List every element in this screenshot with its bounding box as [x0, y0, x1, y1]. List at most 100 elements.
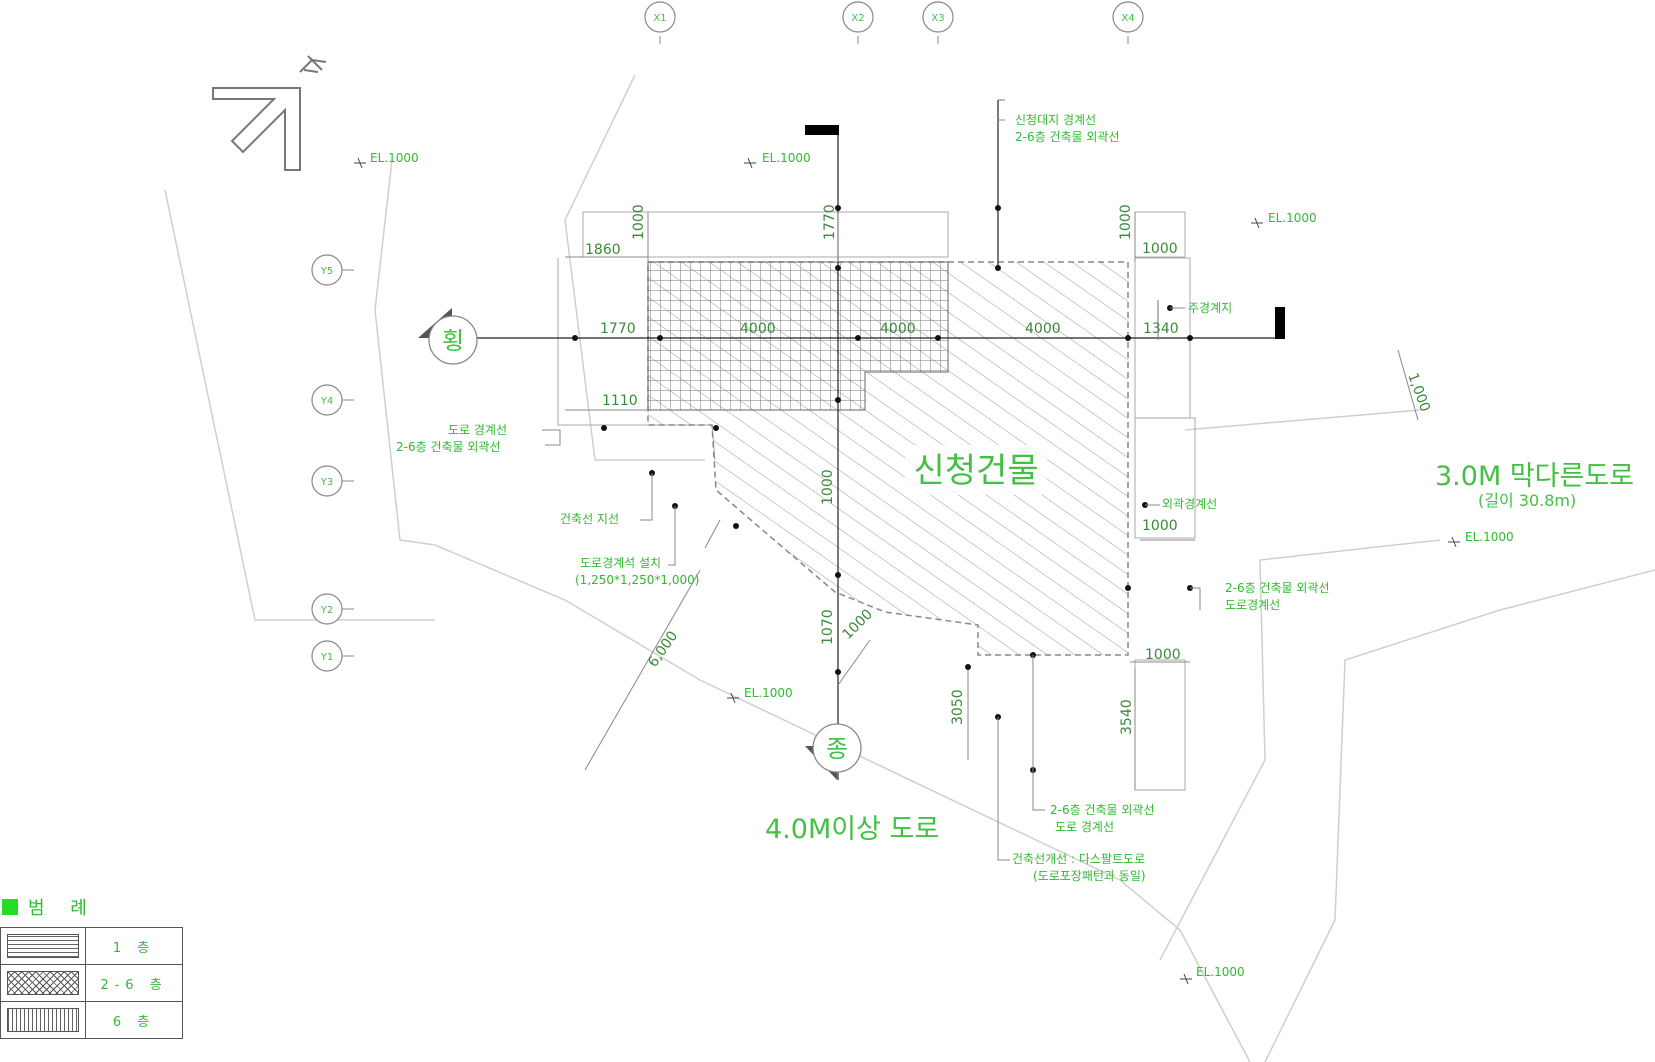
legend-row: 6 층	[0, 1001, 183, 1039]
grid-label-x2: X2	[851, 13, 864, 24]
dim-1000b: 1000	[1118, 204, 1134, 240]
elevation-markers	[354, 157, 1460, 985]
dim-1000d: 1000	[820, 469, 836, 505]
note-building-outline-bottom: 2-6층 건축물 외곽선	[1050, 803, 1155, 817]
elevation-4: EL.1000	[1465, 530, 1514, 544]
building-label-bg	[905, 445, 1047, 495]
legend: 범 례 1 층 2-6 층 6 층	[0, 895, 190, 1039]
grid-label-x4: X4	[1121, 13, 1134, 24]
site-boundary-lines	[164, 74, 1655, 1062]
dim-1340: 1340	[1143, 321, 1179, 337]
annotation-texts: 신청대지 경계선 2-6층 건축물 외곽선 주경계지 도로 경계선 2-6층 건…	[396, 113, 1330, 883]
grid-bubble-y4	[311, 384, 343, 416]
elevation-6: EL.1000	[1196, 965, 1245, 979]
legend-pattern-cell	[0, 1001, 86, 1039]
dim-1110: 1110	[602, 393, 638, 409]
dim-1770: 1770	[822, 204, 838, 240]
note-site-boundary: 신청대지 경계선	[1015, 113, 1096, 127]
dim-1000-diag: 1,000	[1404, 371, 1433, 414]
elevation-2: EL.1000	[762, 151, 811, 165]
grid-label-y2: Y2	[320, 605, 333, 616]
section-mark-horizontal-label: 횡	[442, 327, 464, 355]
dim-1770b: 1770	[600, 321, 636, 337]
dim-3050: 3050	[950, 689, 966, 725]
note-outer-boundary: 외곽경계선	[1162, 497, 1217, 511]
grid-bubble-y3	[311, 465, 343, 497]
note-curb-size: (1,250*1,250*1,000)	[575, 573, 699, 587]
legend-label: 1 층	[85, 927, 183, 965]
dim-1860: 1860	[585, 242, 621, 258]
dead-end-road-label: 3.0M 막다른도로	[1435, 461, 1634, 492]
elevation-5: EL.1000	[744, 686, 793, 700]
grid-bubble-y5	[311, 254, 343, 286]
dim-4000a: 4000	[740, 321, 776, 337]
grid-bubble-x2	[842, 1, 874, 33]
cross-hatch-pattern-icon	[7, 971, 79, 995]
note-road-boundary-left: 도로 경계선	[448, 423, 507, 437]
dimension-dots	[572, 205, 1193, 773]
section-mark-vertical-label: 종	[826, 735, 848, 763]
vertical-lines-pattern-icon	[7, 1008, 79, 1032]
dim-4000b: 4000	[880, 321, 916, 337]
section-marker-horizontal: 횡	[418, 308, 478, 365]
legend-pattern-cell	[0, 964, 86, 1002]
legend-pattern-cell	[0, 927, 86, 965]
legend-title-row: 범 례	[0, 895, 190, 919]
legend-table: 1 층 2-6 층 6 층	[0, 927, 183, 1039]
legend-label: 6 층	[85, 1001, 183, 1039]
dimension-lines	[565, 212, 1419, 790]
dim-1000g: 1000	[1142, 518, 1178, 534]
legend-title: 범 례	[28, 898, 97, 919]
grid-label-x3: X3	[931, 13, 944, 24]
dim-1000a: 1000	[631, 204, 647, 240]
annotation-leaders	[542, 119, 1201, 861]
building-label: 신청건물	[913, 451, 1038, 491]
dim-1000e: 1000	[840, 606, 877, 643]
grid-bubble-x3	[922, 1, 954, 33]
north-arrow-icon	[212, 55, 327, 171]
dim-6000: 6,000	[645, 628, 681, 670]
grid-label-y1: Y1	[320, 652, 333, 663]
grid-bubble-y1	[311, 640, 343, 672]
grid-bubble-x1	[644, 1, 676, 33]
grid-bubble-y2	[311, 593, 343, 625]
grid-axes	[342, 36, 1129, 657]
elevation-3: EL.1000	[1268, 211, 1317, 225]
grid-label-circles	[311, 1, 1144, 672]
legend-label: 2-6 층	[85, 964, 183, 1002]
note-boundary-marker: 주경계지	[1188, 301, 1232, 315]
dim-1000f: 1000	[1145, 647, 1181, 663]
dim-1070: 1070	[820, 609, 836, 645]
grid-label-y3: Y3	[320, 477, 333, 488]
note-road-boundary-right: 도로경계선	[1225, 598, 1280, 612]
note-building-outline-top: 2-6층 건축물 외곽선	[1015, 130, 1120, 144]
note-road-boundary-bottom: 도로 경계선	[1055, 820, 1114, 834]
dim-1000c: 1000	[1142, 241, 1178, 257]
section-flags	[805, 125, 1285, 339]
dim-3540: 3540	[1119, 699, 1135, 735]
grid-label-y4: Y4	[320, 396, 333, 407]
note-asphalt: 건축선개선 : 다스팔트도로	[1012, 852, 1145, 866]
horizontal-lines-pattern-icon	[7, 934, 79, 958]
note-building-line: 건축선 지선	[560, 512, 619, 526]
grid-label-texts: X1 X2 X3 X4 Y5 Y4 Y3 Y2 Y1	[320, 13, 1135, 663]
elevation-1: EL.1000	[370, 151, 419, 165]
grid-label-y5: Y5	[320, 266, 333, 277]
note-building-outline-left: 2-6층 건축물 외곽선	[396, 440, 501, 454]
note-asphalt-pattern: (도로포장패턴과 동일)	[1033, 869, 1146, 883]
site-outline-boxes	[557, 211, 1196, 791]
grid-bubble-x4	[1112, 1, 1144, 33]
elevation-texts: EL.1000 EL.1000 EL.1000 EL.1000 EL.1000 …	[370, 151, 1514, 979]
dimension-texts: 1860 1000 1770 1000 1000 1770 4000 4000 …	[585, 204, 1433, 735]
dead-end-road-length: (길이 30.8m)	[1478, 491, 1576, 510]
section-marker-vertical: 종	[805, 723, 862, 780]
legend-row: 2-6 층	[0, 964, 183, 1002]
note-curb-install: 도로경계석 설치	[580, 556, 661, 570]
dim-4000c: 4000	[1025, 321, 1061, 337]
grid-label-x1: X1	[653, 13, 666, 24]
legend-square-icon	[2, 899, 18, 915]
legend-row: 1 층	[0, 927, 183, 965]
main-road-label: 4.0M이상 도로	[765, 814, 939, 845]
note-building-outline-right: 2-6층 건축물 외곽선	[1225, 581, 1330, 595]
